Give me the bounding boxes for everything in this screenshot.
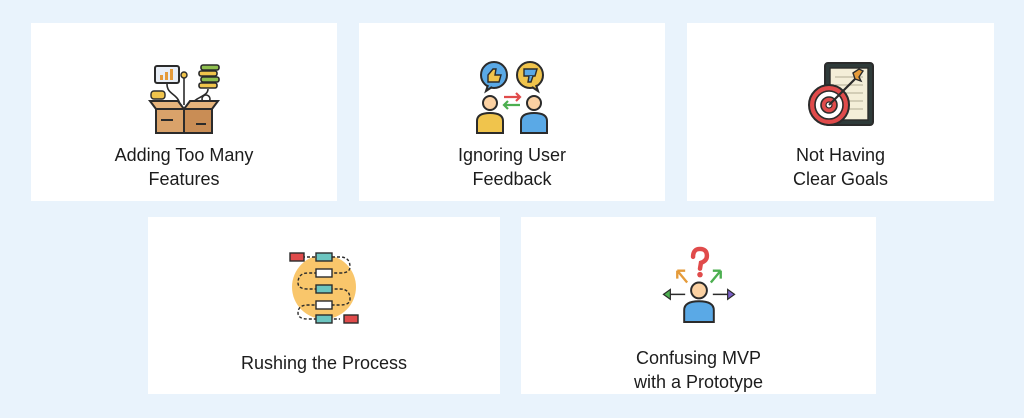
card-label: Not Having Clear Goals [792,145,889,189]
card-label: Confusing MVP with a Prototype [633,348,764,392]
card-label: Ignoring User Feedback [457,145,567,189]
card-not-having-clear-goals: Not Having Clear Goals [687,23,994,201]
process-flow-icon [289,252,359,324]
card-ignoring-user-feedback: Ignoring User Feedback [359,23,665,201]
target-goal-icon [807,62,874,126]
card-rushing-the-process: Rushing the Process [148,217,500,394]
feature-box-icon [148,64,220,134]
user-feedback-icon [476,61,548,134]
card-label: Adding Too Many Features [114,145,254,189]
card-confusing-mvp-with-prototype: Confusing MVP with a Prototype [521,217,876,394]
confused-user-icon [661,246,736,324]
card-label: Rushing the Process [240,353,408,373]
card-adding-too-many-features: Adding Too Many Features [31,23,337,201]
